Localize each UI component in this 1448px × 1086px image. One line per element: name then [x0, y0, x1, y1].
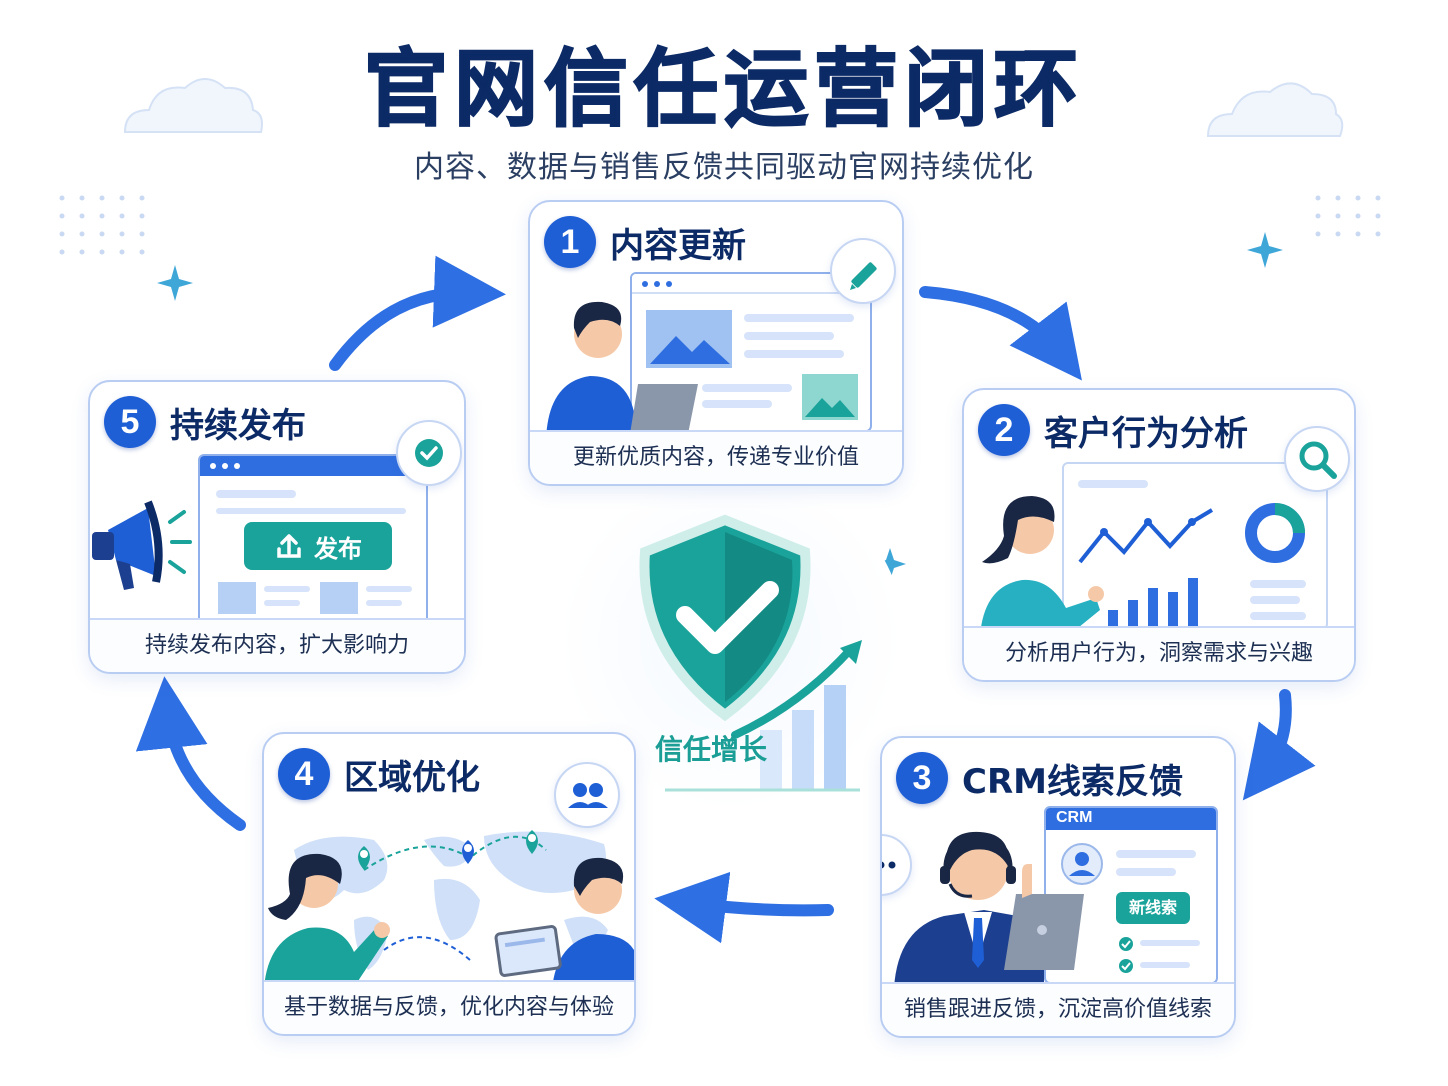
- step-number: 1: [544, 216, 596, 268]
- growth-bars: [665, 685, 860, 792]
- edit-bubble: [830, 238, 896, 304]
- page-subtitle: 内容、数据与销售反馈共同驱动官网持续优化: [414, 150, 1034, 185]
- arrow-1-to-2: [919, 286, 1082, 381]
- cloud-left: [123, 78, 263, 133]
- person-illustration: [546, 301, 706, 440]
- arrow-4-to-5: [135, 676, 246, 831]
- upload-icon: [277, 534, 301, 558]
- crm-window: CRM 新线索: [1044, 806, 1218, 984]
- line-chart-icon: [1078, 508, 1214, 564]
- step-card-2: 2 客户行为分析 分析用户行为，洞察需求与兴趣: [962, 388, 1356, 682]
- step-number: 3: [896, 752, 948, 804]
- users-bubble: [554, 762, 620, 828]
- image-icon: [646, 310, 732, 368]
- center-label: 信任增长: [655, 733, 768, 766]
- step-title: 内容更新: [610, 225, 746, 266]
- browser-window: 发布: [198, 454, 428, 624]
- megaphone-icon: [92, 500, 192, 590]
- step-card-4: 4 区域优化 基于数据与反馈，优化内容与体验: [262, 732, 636, 1036]
- person-illustration: [264, 853, 390, 988]
- step-card-1: 1 内容更新 更新优质内容，传递专业价值: [528, 200, 904, 486]
- step-title: 客户行为分析: [1044, 413, 1248, 454]
- chat-bubble: [882, 834, 912, 896]
- search-bubble: [1284, 426, 1350, 492]
- pencil-icon: [850, 262, 877, 290]
- step-title: 区域优化: [344, 757, 480, 798]
- step-description: 基于数据与反馈，优化内容与体验: [264, 980, 634, 1034]
- new-lead-badge: 新线索: [1116, 892, 1190, 924]
- step-description: 销售跟进反馈，沉淀高价值线索: [882, 982, 1234, 1036]
- check-bubble: [396, 420, 462, 486]
- step-number: 2: [978, 404, 1030, 456]
- step-card-3: 3 CRM线索反馈 CRM 新线索 销售跟进反馈，沉淀高价值线索: [880, 736, 1236, 1038]
- arrow-5-to-1: [329, 255, 506, 371]
- users-icon: [568, 783, 608, 808]
- user-avatar-icon: [1061, 843, 1103, 885]
- location-pin-icons: [358, 830, 538, 870]
- arrow-3-to-4: [654, 871, 834, 944]
- check-circle-icon: [415, 439, 443, 467]
- step-title: 持续发布: [170, 405, 306, 446]
- step-card-5: 5 持续发布 发布 持续发布内容，扩大影响力: [88, 380, 466, 674]
- sales-agent-illustration: [894, 831, 1084, 988]
- image-icon: [802, 374, 858, 420]
- step-title: CRM线索反馈: [962, 761, 1183, 802]
- more-dots-icon: [882, 861, 896, 869]
- step-description: 更新优质内容，传递专业价值: [530, 430, 902, 484]
- dot-grid-right: [1315, 195, 1381, 237]
- search-icon: [1299, 441, 1337, 479]
- bar-chart-icon: [1108, 578, 1198, 628]
- publish-button-label: 发布: [314, 534, 362, 563]
- shield-icon: [639, 514, 862, 792]
- check-list-icon: [1119, 937, 1200, 973]
- dashboard-window: [1062, 462, 1328, 630]
- person-illustration: [980, 496, 1104, 636]
- arrow-2-to-3: [1242, 689, 1316, 801]
- crm-header: CRM: [1056, 809, 1093, 826]
- publish-button[interactable]: 发布: [244, 522, 392, 570]
- step-description: 持续发布内容，扩大影响力: [90, 618, 464, 672]
- person-illustration: [494, 857, 634, 990]
- step-number: 5: [104, 396, 156, 448]
- step-description: 分析用户行为，洞察需求与兴趣: [964, 626, 1354, 680]
- dot-grid-left: [59, 195, 145, 255]
- page-title: 官网信任运营闭环: [363, 39, 1084, 139]
- cloud-right: [1206, 82, 1344, 137]
- donut-chart-icon: [1245, 503, 1305, 563]
- step-number: 4: [278, 748, 330, 800]
